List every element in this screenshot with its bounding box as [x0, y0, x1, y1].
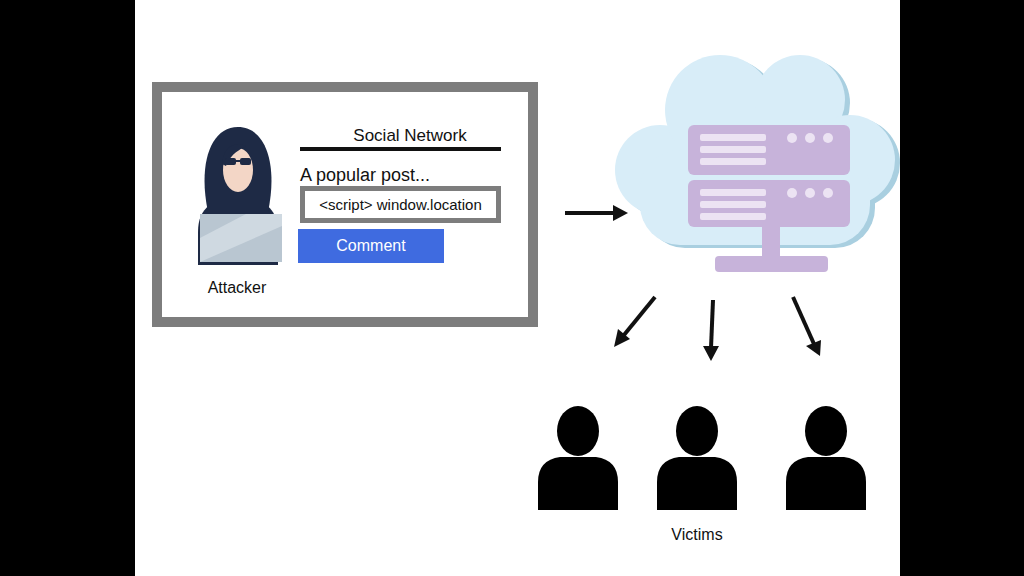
victim-icons-part — [538, 457, 618, 510]
box-text: <script> window.location — [319, 196, 482, 213]
server-stand — [762, 224, 780, 260]
victim-icons — [538, 406, 866, 510]
server-slots-part — [787, 133, 797, 143]
comment-input: <script> window.location — [300, 186, 501, 223]
server-slots — [700, 133, 833, 220]
spread-arrows-part — [624, 297, 655, 335]
spread-arrows-part — [793, 297, 814, 344]
victim-icons-part — [805, 406, 847, 456]
attacker-figure — [198, 127, 282, 265]
comment-button: Comment — [298, 229, 444, 263]
laptop-highlight — [200, 214, 282, 262]
text-holder: <script> window.location — [305, 191, 496, 218]
victim-icons-part — [676, 406, 718, 456]
text-holder: Comment — [298, 229, 444, 263]
server-unit — [688, 125, 850, 175]
title-underline — [300, 147, 501, 151]
server-unit — [688, 180, 850, 227]
spread-arrows-part — [711, 300, 713, 348]
victim-icons-part — [786, 457, 866, 510]
post-text: A popular post... — [300, 165, 430, 186]
server-slots-part — [805, 188, 815, 198]
attacker-hood — [205, 127, 272, 212]
server-slots-part — [787, 188, 797, 198]
server-slots-part — [700, 189, 766, 196]
server-slots-part — [700, 213, 766, 220]
spread-arrowheads-part — [614, 329, 630, 347]
spread-arrowheads-part — [703, 346, 719, 361]
victims-label: Victims — [671, 526, 722, 544]
attacker-laptop — [200, 214, 282, 262]
victim-icons-part — [657, 457, 737, 510]
attacker-glasses — [225, 158, 236, 165]
attacker-glasses — [240, 158, 251, 165]
server-slots-part — [823, 188, 833, 198]
server-base — [715, 256, 828, 272]
site-title: Social Network — [353, 126, 466, 146]
server-slots-part — [805, 133, 815, 143]
box-text: Comment — [336, 237, 405, 255]
spread-arrowheads-part — [806, 340, 821, 356]
server-slots-part — [700, 158, 766, 165]
spread-arrows — [624, 297, 814, 348]
arrow-head — [613, 205, 628, 221]
arrow-shaft — [565, 211, 616, 215]
white-ground — [135, 0, 900, 576]
spread-arrowheads — [614, 329, 821, 361]
server-slots-part — [700, 146, 766, 153]
victim-icons-part — [557, 406, 599, 456]
attacker-label: Attacker — [208, 279, 267, 297]
browser-window: Social Network A popular post... Attacker <… — [152, 82, 538, 327]
server-slots-part — [823, 133, 833, 143]
server-slots-part — [700, 201, 766, 208]
cloud — [615, 55, 895, 245]
server-slots-part — [700, 134, 766, 141]
attacker-glasses — [236, 160, 240, 162]
flow-arrow — [565, 205, 628, 221]
server — [688, 125, 850, 272]
